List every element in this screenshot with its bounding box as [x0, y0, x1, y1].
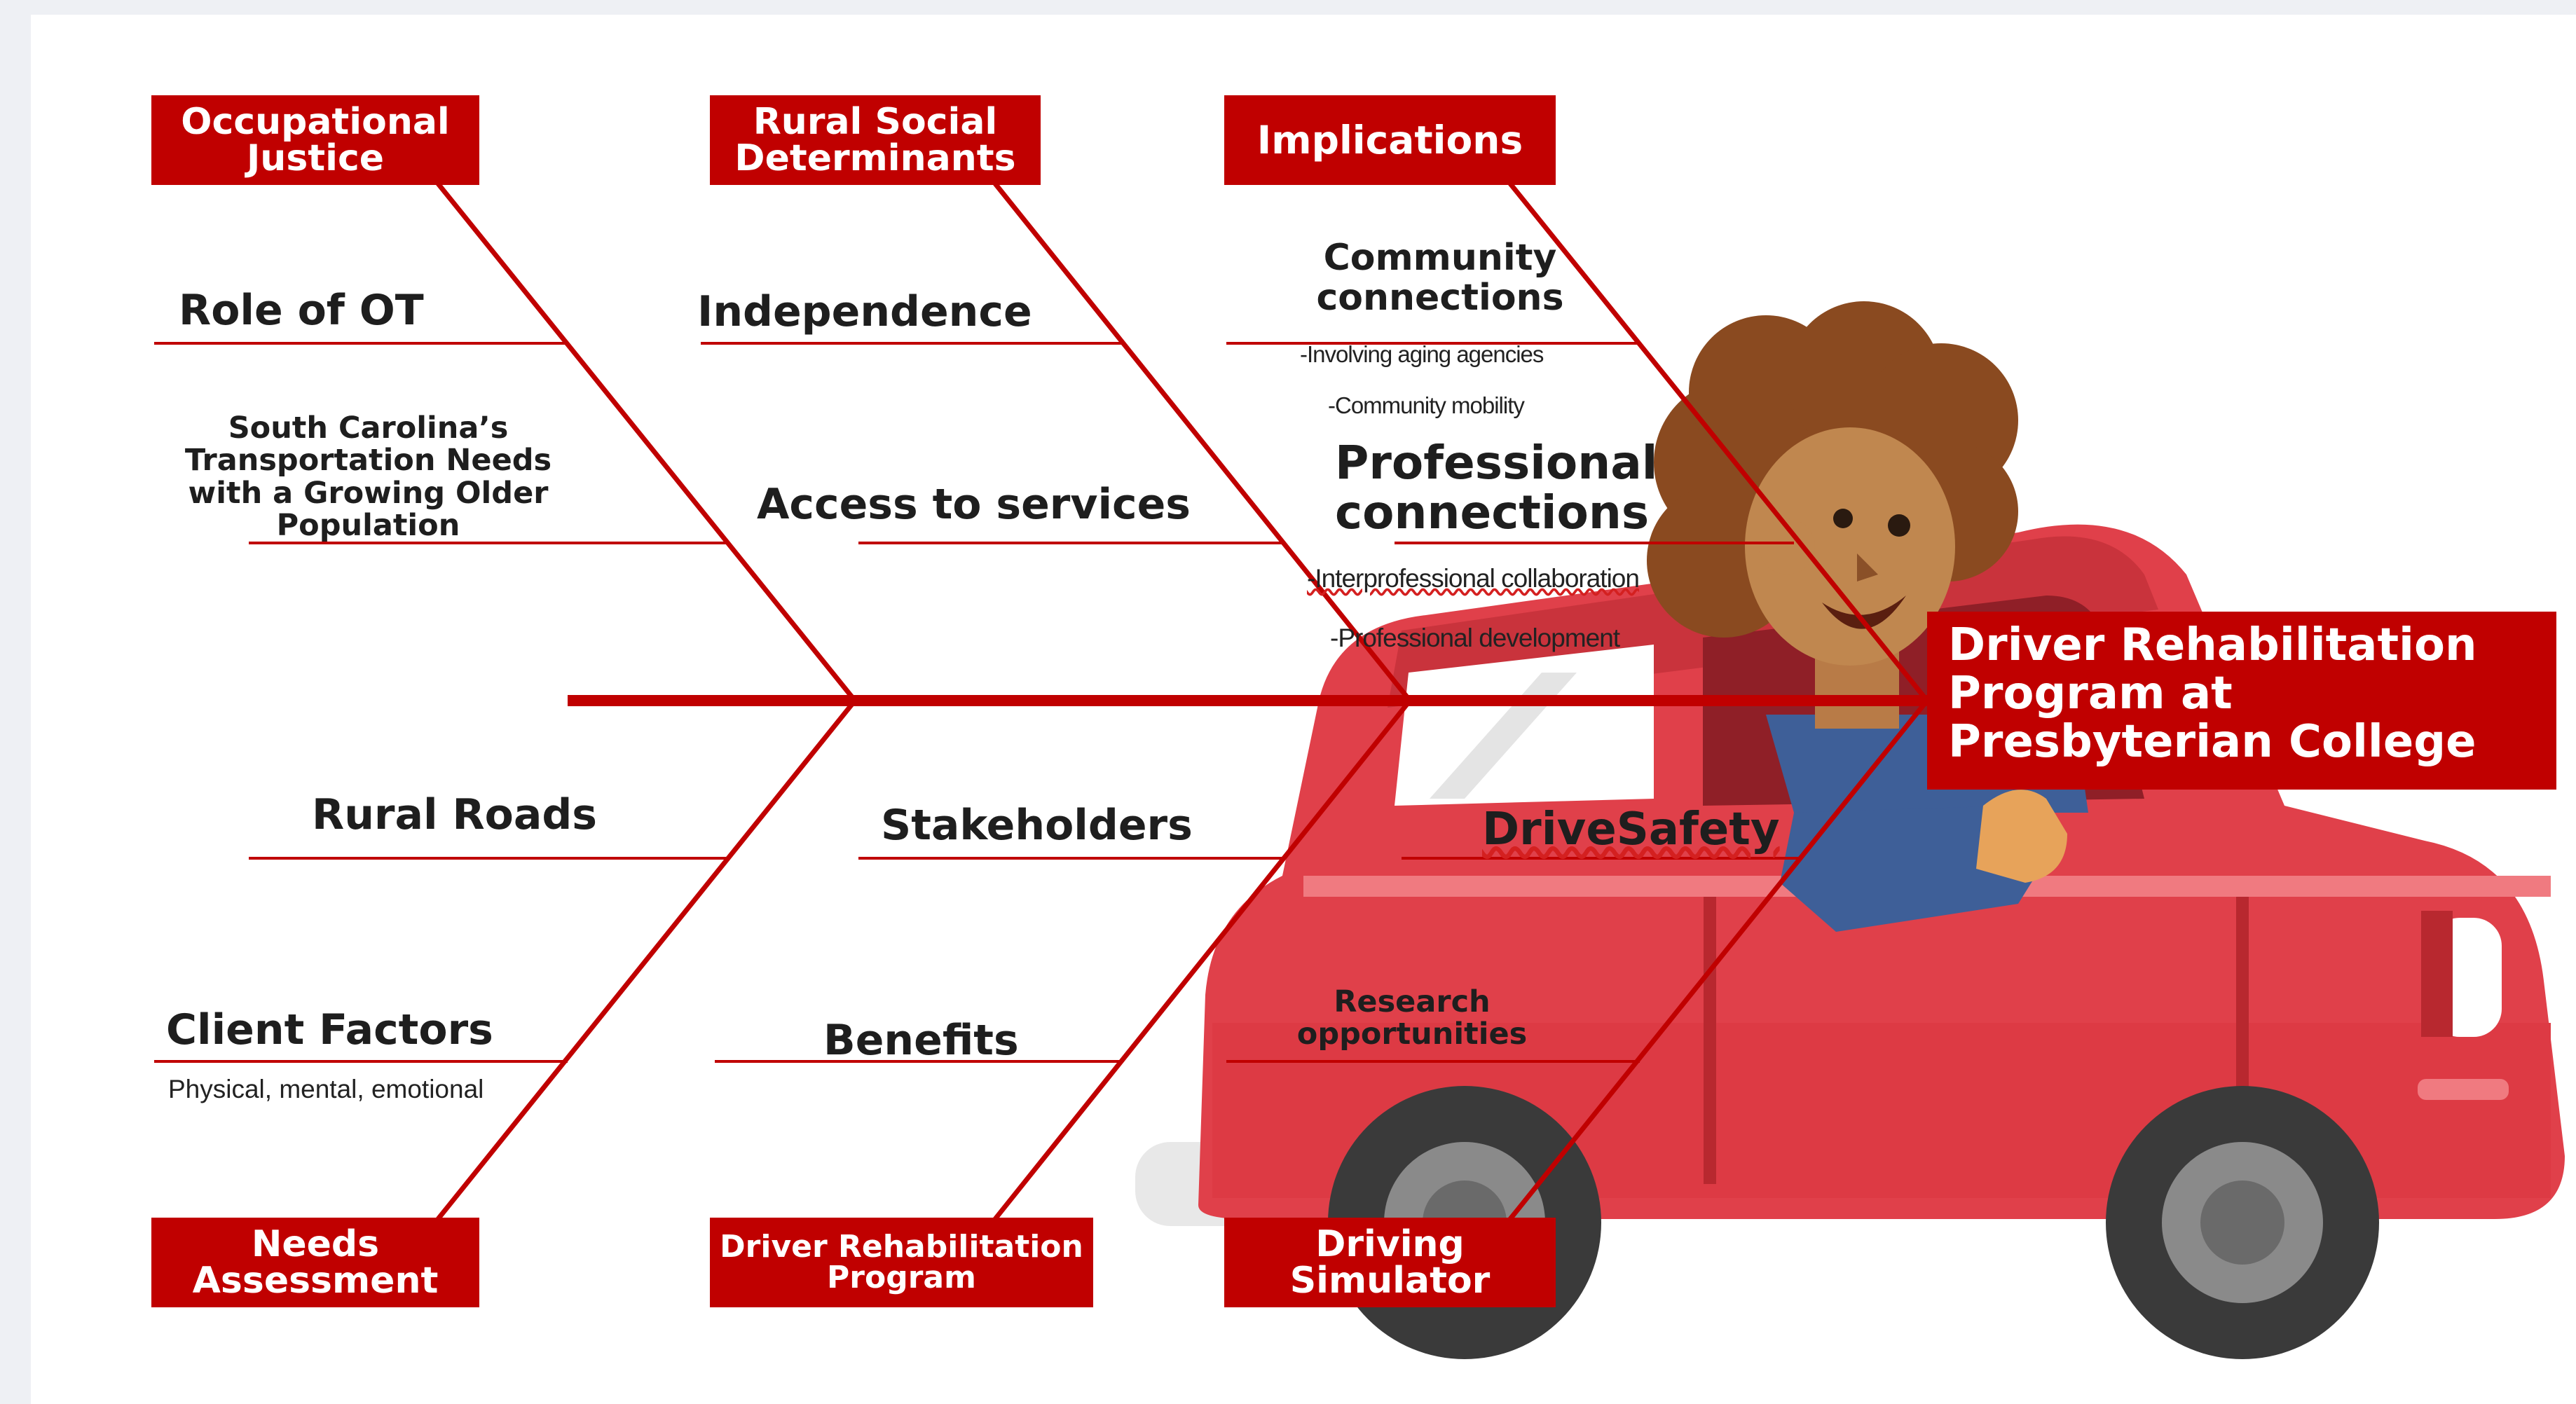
label-sc-transportation: South Carolina’s Transportation Needs wi… — [167, 412, 570, 542]
label-access-to-services: Access to services — [757, 480, 1191, 529]
bone-needs-assessment — [436, 698, 857, 1221]
driver-eye — [1888, 514, 1910, 537]
label-involving-aging-agencies: -Involving aging agencies — [1300, 341, 1544, 367]
head-driver-rehab-program: Driver Rehabilitation Program at Presbyt… — [1927, 612, 2556, 790]
label-rural-roads: Rural Roads — [312, 790, 598, 839]
bone-driver-rehab-program — [993, 698, 1412, 1221]
category-occupational-justice: Occupational Justice — [151, 95, 479, 185]
label-professional-connections-text: Professional connections — [1335, 436, 1658, 540]
label-community-connections: Community connections — [1293, 238, 1587, 318]
label-community-mobility: -Community mobility — [1328, 392, 1525, 418]
category-driver-rehab-program-text: Driver Rehabilitation Program — [720, 1229, 1083, 1295]
bone-rural-social-determinants — [993, 181, 1412, 703]
label-community-connections-text: Community connections — [1316, 237, 1564, 319]
label-client-factors: Client Factors — [166, 1005, 493, 1054]
label-research-opportunities-text: Research opportunities — [1296, 984, 1528, 1052]
category-rural-social-determinants-text: Rural Social Determinants — [734, 101, 1016, 179]
bone-driving-simulator — [1508, 698, 1929, 1221]
category-driving-simulator: Driving Simulator — [1224, 1218, 1556, 1307]
driver-mouth — [1822, 596, 1906, 629]
car-side-marker — [2418, 1079, 2509, 1100]
label-drivesafety: DriveSafety — [1482, 804, 1780, 855]
category-driving-simulator-text: Driving Simulator — [1289, 1223, 1491, 1302]
category-needs-assessment-text: Needs Assessment — [192, 1223, 439, 1302]
bone-implications — [1508, 181, 1929, 703]
category-driver-rehab-program: Driver Rehabilitation Program — [710, 1218, 1093, 1307]
head-line-3: Presbyterian College — [1948, 716, 2476, 769]
category-needs-assessment: Needs Assessment — [151, 1218, 479, 1307]
label-client-factors-detail: Physical, mental, emotional — [168, 1075, 484, 1103]
label-professional-development: -Professional development — [1330, 624, 1620, 652]
driver-face — [1745, 427, 1955, 666]
category-implications: Implications — [1224, 95, 1556, 185]
label-independence: Independence — [697, 287, 1032, 336]
label-research-opportunities: Research opportunities — [1272, 986, 1552, 1051]
category-rural-social-determinants: Rural Social Determinants — [710, 95, 1041, 185]
label-role-of-ot: Role of OT — [179, 286, 424, 335]
bone-occupational-justice — [436, 181, 857, 703]
head-line-1: Driver Rehabilitation — [1948, 619, 2477, 671]
label-benefits: Benefits — [823, 1016, 1019, 1065]
category-occupational-justice-text: Occupational Justice — [181, 101, 450, 179]
label-stakeholders: Stakeholders — [881, 801, 1193, 850]
label-interprofessional-collaboration: -Interprofessional collaboration — [1307, 564, 1640, 593]
label-professional-connections: Professional connections — [1335, 438, 1755, 538]
label-sc-transportation-text: South Carolina’s Transportation Needs wi… — [184, 411, 552, 544]
category-implications-text: Implications — [1256, 117, 1523, 163]
head-line-2: Program at — [1948, 668, 2233, 720]
driver-hand — [1976, 790, 2067, 883]
